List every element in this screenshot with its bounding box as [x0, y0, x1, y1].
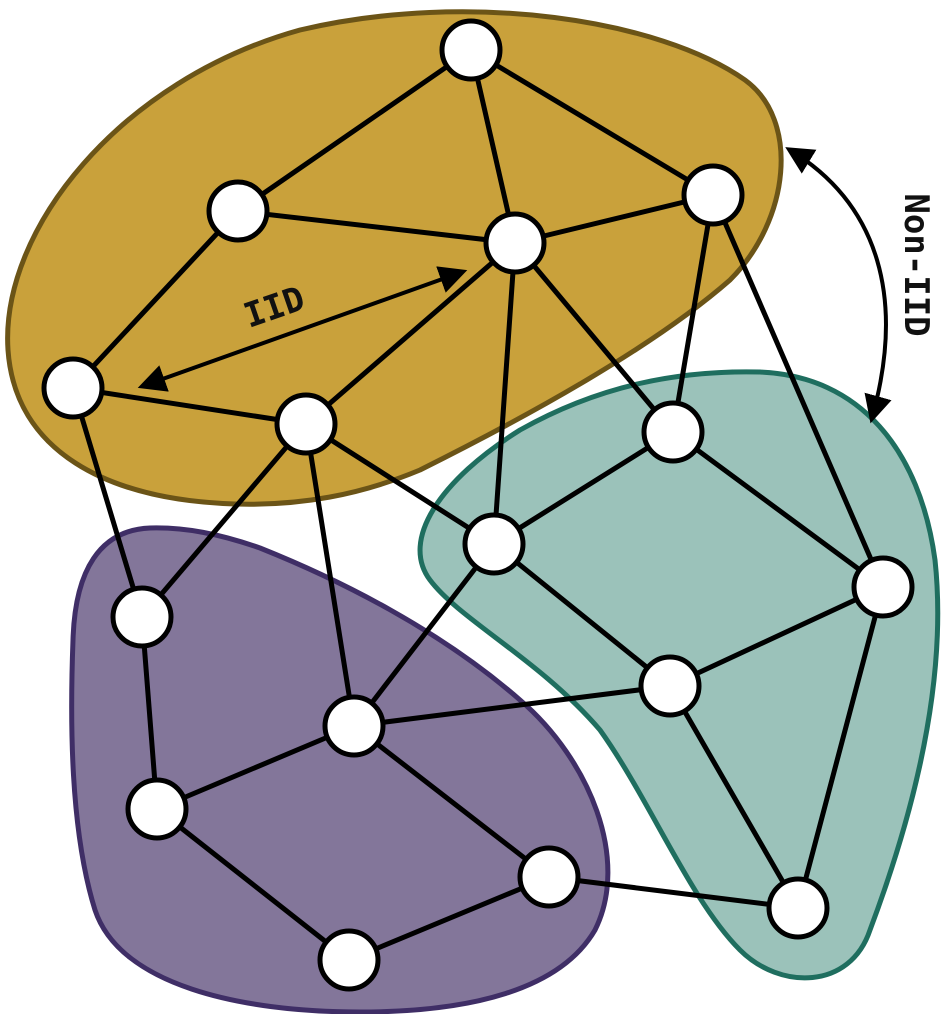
edge	[667, 683, 801, 911]
edge	[512, 192, 716, 246]
edge	[70, 385, 309, 427]
edge	[670, 192, 716, 435]
edge	[795, 584, 886, 911]
edge	[235, 47, 474, 214]
edge	[670, 429, 886, 590]
edge	[351, 723, 552, 880]
edge	[139, 614, 160, 812]
graph-node	[851, 555, 915, 619]
edge-layer	[70, 47, 886, 963]
edge	[468, 47, 716, 198]
graph-node	[462, 512, 526, 576]
non-iid-label: Non-IID	[896, 193, 936, 336]
graph-node	[641, 400, 705, 464]
graph-node	[681, 163, 745, 227]
node-layer	[41, 18, 915, 992]
edge	[491, 541, 673, 689]
edge	[491, 429, 676, 547]
graph-node	[206, 179, 270, 243]
graph-node	[125, 777, 189, 841]
edge	[154, 723, 357, 812]
edge	[303, 421, 497, 547]
graph-node	[110, 585, 174, 649]
edge	[303, 421, 357, 729]
graph-node	[766, 876, 830, 940]
graph-node	[322, 694, 386, 758]
graph-node	[41, 356, 105, 420]
edge	[346, 874, 552, 963]
non-iid-arrow	[785, 147, 892, 424]
edge	[139, 421, 309, 620]
edge	[512, 240, 676, 435]
cluster-region-purple	[69, 525, 611, 1014]
edge	[468, 47, 518, 246]
edge	[491, 240, 518, 547]
edge	[70, 385, 145, 620]
graph-node	[274, 392, 338, 456]
edge	[235, 208, 518, 246]
edge	[154, 806, 352, 963]
edge	[351, 683, 673, 729]
graph-node	[638, 654, 702, 718]
iid-arrow	[137, 266, 468, 392]
edge	[351, 541, 497, 729]
graph-node	[439, 18, 503, 82]
edge	[667, 584, 886, 689]
graph-node	[317, 928, 381, 992]
graph-node	[483, 211, 547, 275]
graph-node	[517, 845, 581, 909]
edge	[546, 874, 801, 911]
